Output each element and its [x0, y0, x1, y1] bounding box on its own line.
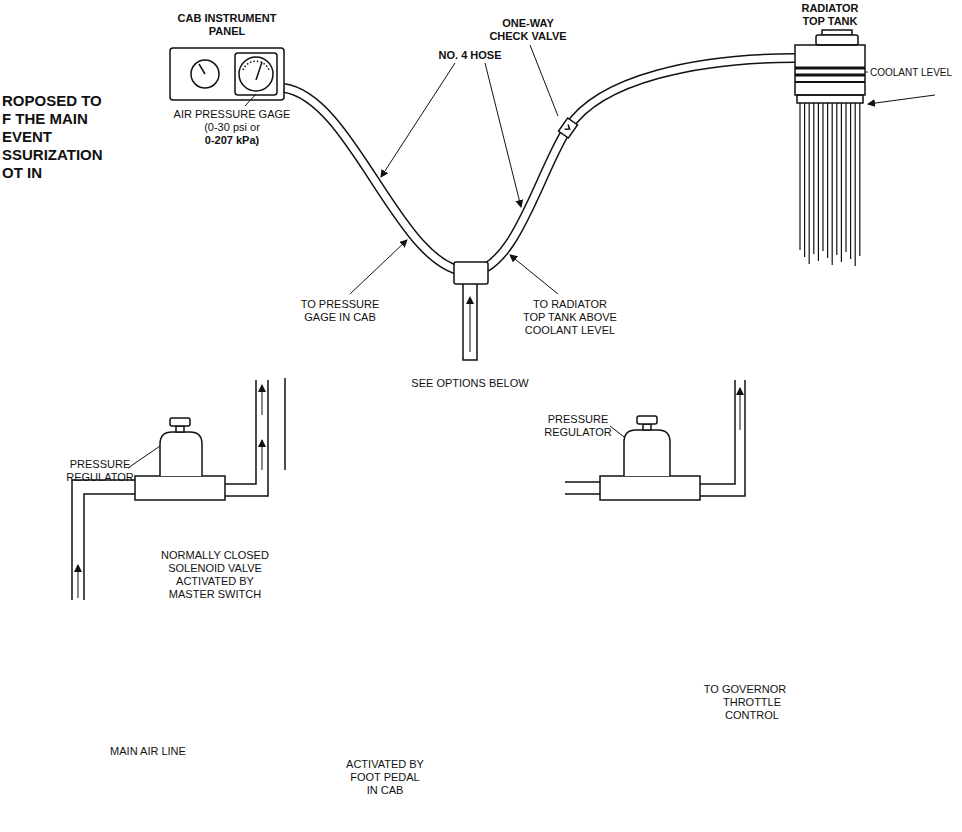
panel-node: CAB INSTRUMENT PANEL: [170, 12, 284, 100]
callout-label: ACTIVATED BY: [346, 757, 424, 771]
callout-label: NO. 4 HOSE: [439, 48, 502, 62]
callout-label: SOLENOID VALVE: [168, 561, 262, 575]
fin-stroke: [804, 103, 805, 257]
callout-label: THROTTLE: [723, 695, 781, 709]
fin-stroke: [818, 103, 819, 261]
leader-arrow: [868, 95, 935, 104]
fin-stroke: [832, 103, 833, 265]
callout-label: PRESSURE: [548, 412, 609, 426]
callout-label: F THE MAIN: [2, 110, 88, 128]
callout-label: IN CAB: [367, 783, 404, 797]
callout-label: REGULATOR: [544, 425, 611, 439]
fin-stroke: [799, 103, 800, 250]
fin-stroke: [809, 103, 810, 264]
callout-label: AIR PRESSURE GAGE: [174, 107, 291, 121]
radiator-node: RADIATOR TOP TANK: [795, 2, 865, 95]
check-valve: [558, 118, 577, 138]
hose-connector: [284, 58, 795, 272]
foot-pedal-regulator: [565, 380, 745, 500]
callout-label: EVENT: [2, 128, 52, 146]
callout-label: OT IN: [2, 164, 42, 182]
callout-label: SSURIZATION: [2, 146, 103, 164]
callout-label: MAIN AIR LINE: [110, 744, 186, 758]
radiator: [795, 30, 865, 103]
leader-line: [245, 94, 256, 106]
callout-label: GAGE IN CAB: [304, 310, 376, 324]
callout-label: SEE OPTIONS BELOW: [411, 376, 528, 390]
callout-label: (0-30 psi or: [204, 120, 260, 134]
hose-line: [284, 58, 795, 272]
fin-stroke: [836, 103, 837, 255]
callout-label: NORMALLY CLOSED: [161, 548, 269, 562]
callout-label: PRESSURE: [70, 457, 131, 471]
instrument-panel: [170, 48, 284, 100]
fin-stroke: [813, 103, 814, 254]
fin-stroke: [841, 103, 842, 262]
callout-label: CHECK VALVE: [489, 29, 566, 43]
callout-label: ROPOSED TO: [2, 92, 102, 110]
node-heading: RADIATOR TOP TANK: [795, 2, 865, 28]
callout-label: TOP TANK ABOVE: [523, 310, 617, 324]
tee-fitting: [454, 262, 488, 360]
fin-stroke: [827, 103, 828, 258]
callout-label: REGULATOR: [66, 470, 133, 484]
callout-label: TO GOVERNOR: [704, 682, 786, 696]
callout-label: ONE-WAY: [502, 16, 554, 30]
callout-label: COOLANT LEVEL: [525, 323, 615, 337]
leader-line: [866, 72, 868, 73]
solenoid-regulator: [72, 378, 285, 600]
callout-label: TO RADIATOR: [533, 297, 607, 311]
fin-stroke: [845, 103, 846, 252]
callout-label: TO PRESSURE: [301, 297, 380, 311]
fin-stroke: [822, 103, 823, 251]
hose-line: [284, 58, 795, 272]
leader-lines: [128, 45, 628, 468]
radiator-fins: [800, 103, 860, 266]
callout-label: COOLANT LEVEL: [870, 66, 952, 79]
callout-label: 0-207 kPa): [205, 133, 259, 147]
fin-stroke: [855, 103, 856, 266]
callout-label: MASTER SWITCH: [169, 587, 261, 601]
callout-label: ACTIVATED BY: [176, 574, 254, 588]
fin-stroke: [850, 103, 851, 259]
fin-stroke: [859, 103, 860, 256]
callout-label: CONTROL: [725, 708, 779, 722]
flow-arrows: [78, 385, 740, 598]
node-heading: CAB INSTRUMENT PANEL: [170, 12, 284, 38]
callout-label: FOOT PEDAL: [350, 770, 419, 784]
